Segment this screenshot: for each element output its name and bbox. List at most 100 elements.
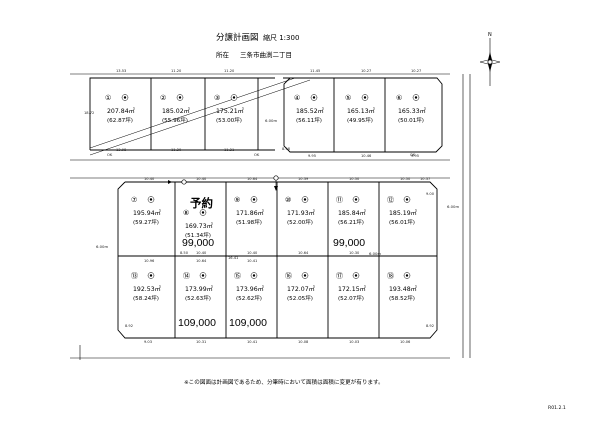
lot-number: ⑤ <box>345 94 351 102</box>
utility-marker-dot-icon <box>363 96 367 99</box>
price-lot11: 99,000 <box>333 237 365 249</box>
utility-marker-dot-icon <box>123 96 127 99</box>
utility-marker-dot-icon <box>201 274 205 277</box>
utility-marker-dot-icon <box>303 274 307 277</box>
lot-area-m2: 192.53㎡ <box>133 285 162 293</box>
lot-area-tsubo: (58.52坪) <box>389 294 415 302</box>
lot-area-tsubo: (58.24坪) <box>133 294 159 302</box>
dimension-label: 9.00 <box>426 192 435 196</box>
lot-area-tsubo: (53.00坪) <box>216 116 242 124</box>
road-width-top: 6.00m <box>265 118 277 123</box>
lot-area-m2: 195.94㎡ <box>133 209 162 217</box>
dimension-label: 10.64 <box>196 259 207 263</box>
dimension-label: 18.72 <box>84 111 94 115</box>
lot-number: ④ <box>294 94 300 102</box>
dimension-label: 8.92 <box>426 324 434 328</box>
ok-mark-2: OK <box>254 153 260 157</box>
dimension-label: 13.53 <box>116 69 126 73</box>
lot-area-m2: 175.21㎡ <box>216 107 245 115</box>
lot-number: ⑰ <box>336 272 343 280</box>
dimension-label: 10.40 <box>196 177 207 181</box>
lot-area-tsubo: (55.96坪) <box>162 116 188 124</box>
ok-mark-1: OK <box>107 153 113 157</box>
dimension-label: 13.98 <box>116 148 127 152</box>
lot-number: ⑥ <box>396 94 402 102</box>
lot-number: ② <box>160 94 166 102</box>
price-lot15: 109,000 <box>229 317 267 329</box>
lot-area-m2: 169.73㎡ <box>185 222 214 230</box>
lot-area-m2: 173.96㎡ <box>236 285 265 293</box>
utility-marker-dot-icon <box>312 96 316 99</box>
dimension-label: 10.41 <box>247 340 257 344</box>
dimension-label: 10.96 <box>144 259 155 263</box>
lot-area-tsubo: (51.98坪) <box>236 218 262 226</box>
dimension-label: 10.30 <box>349 251 360 255</box>
dimension-label: 11.20 <box>171 148 182 152</box>
dimension-label: 10.50 <box>349 177 360 181</box>
lot-area-m2: 171.93㎡ <box>287 209 316 217</box>
survey-markers <box>168 175 279 191</box>
lot-area-tsubo: (52.00坪) <box>287 218 313 226</box>
utility-marker-dot-icon <box>414 96 418 99</box>
lot-6: ⑥ 165.33㎡(50.01坪) <box>396 94 427 124</box>
sheet-code: R01.2.1 <box>548 405 566 411</box>
dimension-label: 10.64 <box>298 251 309 255</box>
dimension-label: 8.50 <box>180 251 189 255</box>
dimension-label: 11.45 <box>310 69 320 73</box>
lot-area-m2: 185.52㎡ <box>296 107 325 115</box>
lot-area-m2: 193.48㎡ <box>389 285 418 293</box>
lot-number: ⑨ <box>234 196 240 204</box>
dimension-label: 10.41 <box>247 259 257 263</box>
dimension-label: 10.27 <box>361 69 371 73</box>
road-width-right: 6.00m <box>447 204 459 209</box>
utility-marker-dot-icon <box>405 274 409 277</box>
lot-number: ⑧ <box>183 209 189 217</box>
road-width-mid: 6.00m <box>369 251 381 256</box>
lot-number: ⑪ <box>336 196 343 204</box>
lot-area-tsubo: (52.63坪) <box>185 294 211 302</box>
utility-marker-dot-icon <box>303 198 307 201</box>
dimension-label: 10.06 <box>400 340 411 344</box>
lot-area-tsubo: (56.21坪) <box>338 218 364 226</box>
utility-marker-dot-icon <box>201 211 205 214</box>
lot-area-m2: 172.07㎡ <box>287 285 316 293</box>
lot-area-tsubo: (52.07坪) <box>338 294 364 302</box>
lot-area-tsubo: (56.11坪) <box>296 116 322 124</box>
lots-layer: ①207.84㎡(62.87坪)②185.02㎡(55.96坪)③175.21㎡… <box>105 94 427 302</box>
dimension-label: 11.20 <box>224 69 235 73</box>
price-lot14: 109,000 <box>178 317 216 329</box>
lot-area-m2: 165.33㎡ <box>398 107 427 115</box>
lot-area-tsubo: (50.01坪) <box>398 116 424 124</box>
dimension-label: 10.64 <box>247 177 258 181</box>
dimension-label: 11.20 <box>171 69 182 73</box>
compass-label: N <box>488 32 492 38</box>
dimension-label: 9.95 <box>411 154 419 158</box>
dimension-label: 10.08 <box>298 340 309 344</box>
lot-area-tsubo: (52.05坪) <box>287 294 313 302</box>
lot-area-m2: 207.84㎡ <box>107 107 136 115</box>
lot-area-m2: 165.13㎡ <box>347 107 376 115</box>
utility-marker-dot-icon <box>354 274 358 277</box>
lot-number: ① <box>105 94 111 102</box>
dimension-label: 10.03 <box>349 340 359 344</box>
dimension-label: 10.37 <box>420 177 430 181</box>
top-block-outline <box>89 77 443 156</box>
lot-number: ③ <box>214 94 220 102</box>
lot-area-tsubo: (52.62坪) <box>236 294 262 302</box>
ok-mark-3: OK <box>410 153 416 157</box>
lot-3: ③ 175.21㎡(53.00坪) <box>214 94 245 124</box>
